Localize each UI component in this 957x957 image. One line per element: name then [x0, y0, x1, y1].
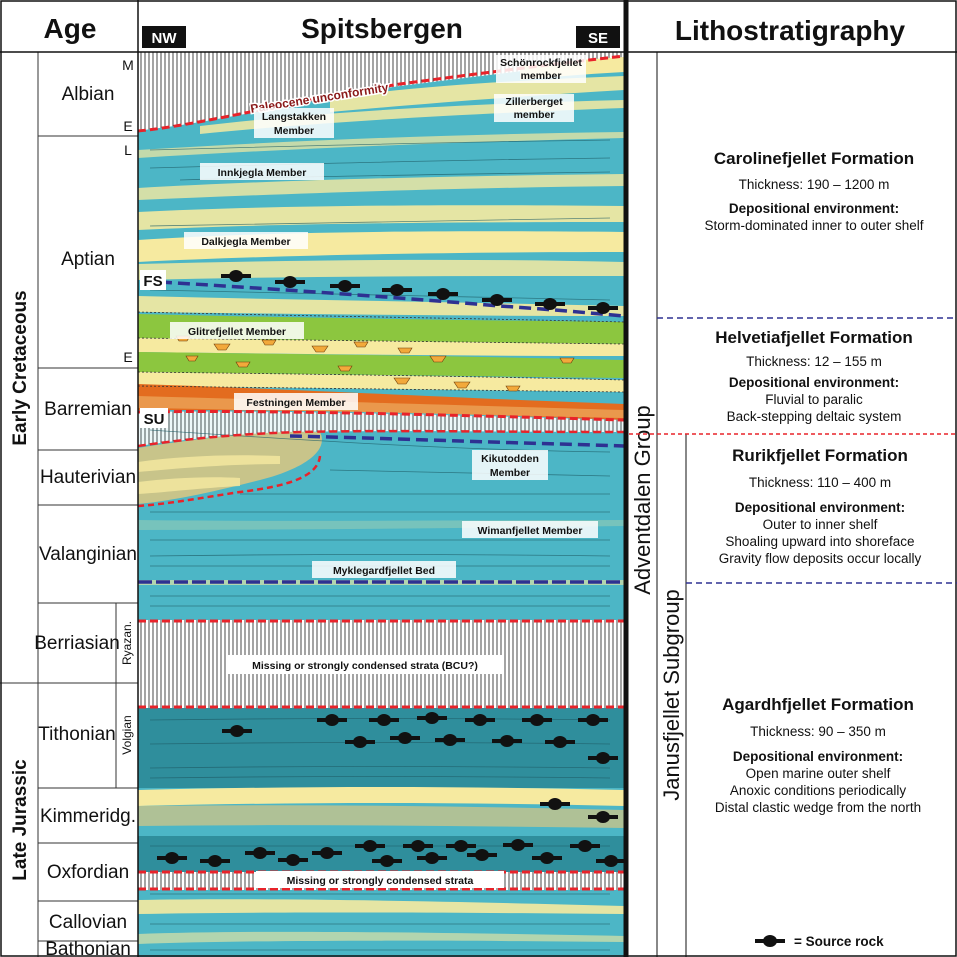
- formation-thickness: Thickness: 190 – 1200 m: [739, 177, 890, 192]
- myklegardfjellet-label: Myklegardfjellet Bed: [333, 565, 435, 577]
- source-rock-legend-label: = Source rock: [794, 934, 884, 949]
- nw-label: NW: [152, 30, 178, 47]
- formation-env-title: Depositional environment:: [735, 500, 905, 515]
- formation-env-line: Distal clastic wedge from the north: [715, 800, 921, 815]
- adventdalen-group-label: Adventdalen Group: [630, 405, 655, 595]
- nw-box: [142, 26, 186, 48]
- litho-header: Lithostratigraphy: [675, 15, 906, 46]
- ryazan-label: Ryazan.: [120, 621, 134, 665]
- formation-env-title: Depositional environment:: [733, 749, 903, 764]
- se-box: [576, 26, 620, 48]
- late-jurassic-label: Late Jurassic: [10, 759, 31, 881]
- formation-env-line: Storm-dominated inner to outer shelf: [704, 218, 923, 233]
- stage-berriasian: Berriasian: [34, 633, 120, 654]
- stage-tithonian: Tithonian: [38, 724, 115, 745]
- janusfjellet-subgroup-label: Janusfjellet Subgroup: [659, 589, 684, 801]
- dalkjegla-label: Dalkjegla Member: [201, 236, 290, 248]
- formation-env-line: Gravity flow deposits occur locally: [719, 551, 922, 566]
- source-rock-legend-icon: [755, 935, 785, 947]
- stage-aptian: Aptian: [61, 249, 115, 270]
- formation-thickness: Thickness: 110 – 400 m: [749, 475, 891, 490]
- kikutodden-surface-line: [289, 434, 624, 448]
- formation-thickness: Thickness: 90 – 350 m: [750, 724, 886, 739]
- se-label: SE: [588, 30, 608, 47]
- fs-surface-line: [159, 280, 624, 318]
- kikutodden-label-2: Member: [490, 467, 530, 479]
- cross-section: [138, 52, 624, 957]
- legend: = Source rock: [755, 934, 884, 949]
- volgian-label: Volgian: [120, 715, 134, 754]
- age-column: [0, 52, 138, 957]
- formation-helvetiafjellet: Helvetiafjellet Formation Thickness: 12 …: [715, 328, 912, 424]
- paleocene-unconformity-line: [138, 54, 624, 133]
- section-header: Spitsbergen: [301, 13, 463, 44]
- formation-agardhfjellet: Agardhfjellet Formation Thickness: 90 – …: [715, 695, 921, 815]
- wimanfjellet-label: Wimanfjellet Member: [478, 525, 583, 537]
- section-labels: Paleocene unconformity Schönrockfjellet …: [140, 55, 598, 888]
- hauterivian-wedge-line: [138, 455, 322, 508]
- stage-barremian: Barremian: [44, 399, 132, 420]
- stage-albian: Albian: [62, 84, 115, 105]
- formation-thickness: Thickness: 12 – 155 m: [746, 354, 882, 369]
- formation-name: Carolinefjellet Formation: [714, 149, 914, 168]
- stage-oxfordian: Oxfordian: [47, 862, 129, 883]
- formation-env-title: Depositional environment:: [729, 201, 899, 216]
- stage-hauterivian: Hauterivian: [40, 467, 136, 488]
- formation-name: Rurikfjellet Formation: [732, 446, 908, 465]
- aptian-e-mark: E: [123, 349, 132, 365]
- formation-name: Helvetiafjellet Formation: [715, 328, 912, 347]
- formation-env-title: Depositional environment:: [729, 375, 899, 390]
- innkjegla-label: Innkjegla Member: [218, 167, 307, 179]
- formation-env-line: Outer to inner shelf: [763, 517, 878, 532]
- formation-env-line: Shoaling upward into shoreface: [725, 534, 914, 549]
- fs-label: FS: [143, 273, 162, 290]
- stage-valanginian: Valanginian: [39, 544, 137, 565]
- formation-rurikfjellet: Rurikfjellet Formation Thickness: 110 – …: [719, 446, 922, 566]
- age-header: Age: [44, 13, 97, 44]
- schonrockfjellet-label-1: Schönrockfjellet: [500, 57, 582, 69]
- formation-carolinefjellet: Carolinefjellet Formation Thickness: 190…: [704, 149, 923, 233]
- su-unconformity-line: [138, 409, 624, 422]
- formation-env-line: Back-stepping deltaic system: [727, 409, 902, 424]
- early-cretaceous-label: Early Cretaceous: [10, 290, 31, 445]
- zillerberget-label-1: Zillerberget: [505, 96, 563, 108]
- kikutodden-label-1: Kikutodden: [481, 453, 539, 465]
- formation-env-line: Anoxic conditions periodically: [730, 783, 907, 798]
- aptian-l-mark: L: [124, 142, 132, 158]
- festningen-label: Festningen Member: [246, 397, 345, 409]
- glitrefjellet-label: Glitrefjellet Member: [188, 326, 286, 338]
- schonrockfjellet-label-2: member: [521, 70, 562, 82]
- formation-name: Agardhfjellet Formation: [722, 695, 914, 714]
- su-label: SU: [144, 411, 165, 428]
- langstakken-label-1: Langstakken: [262, 111, 326, 123]
- langstakken-label-2: Member: [274, 125, 314, 137]
- missing-bcu-label: Missing or strongly condensed strata (BC…: [252, 660, 478, 672]
- formation-env-line: Fluvial to paralic: [765, 392, 863, 407]
- stage-kimmeridgian: Kimmeridg.: [40, 806, 136, 827]
- formation-env-line: Open marine outer shelf: [746, 766, 891, 781]
- stage-bathonian: Bathonian: [45, 939, 131, 957]
- zillerberget-label-2: member: [514, 109, 555, 121]
- missing-oxford-label: Missing or strongly condensed strata: [287, 875, 474, 887]
- stage-callovian: Callovian: [49, 912, 127, 933]
- albian-e-mark: E: [123, 118, 132, 134]
- albian-m-mark: M: [122, 57, 134, 73]
